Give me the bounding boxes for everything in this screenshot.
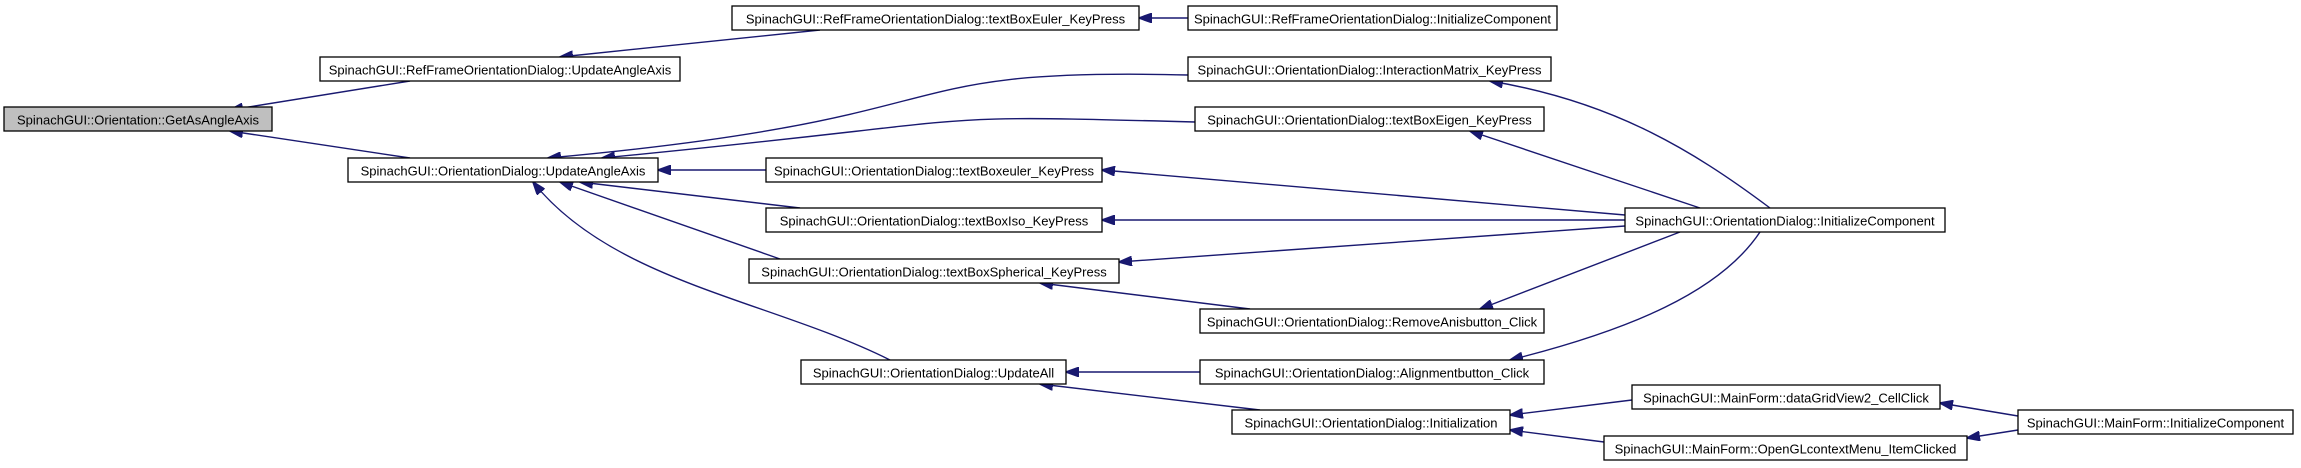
graph-node[interactable]: SpinachGUI::MainForm::dataGridView2_Cell… <box>1631 384 1941 410</box>
graph-node[interactable]: SpinachGUI::OrientationDialog::textBoxSp… <box>748 258 1120 284</box>
edge-n2-to-n1 <box>560 29 821 57</box>
node-box[interactable] <box>731 5 1140 31</box>
graph-node[interactable]: SpinachGUI::MainForm::InitializeComponen… <box>2017 409 2294 435</box>
node-label: SpinachGUI::MainForm::OpenGLcontextMenu_… <box>1615 442 1957 457</box>
node-box[interactable] <box>1194 106 1545 132</box>
graph-node[interactable]: SpinachGUI::OrientationDialog::RemoveAni… <box>1199 308 1545 334</box>
node-label: SpinachGUI::OrientationDialog::textBoxEi… <box>1207 113 1532 128</box>
root-node-box[interactable] <box>3 106 273 132</box>
node-box[interactable] <box>1631 384 1941 410</box>
node-label: SpinachGUI::RefFrameOrientationDialog::t… <box>746 12 1126 27</box>
node-box[interactable] <box>800 359 1067 385</box>
node-box[interactable] <box>1231 409 1511 435</box>
graph-node[interactable]: SpinachGUI::OrientationDialog::Alignment… <box>1199 359 1545 385</box>
node-box[interactable] <box>1603 435 1968 461</box>
edge-n16-to-n14 <box>1510 430 1605 443</box>
graph-node[interactable]: SpinachGUI::OrientationDialog::textBoxeu… <box>765 157 1103 183</box>
graph-node[interactable]: SpinachGUI::RefFrameOrientationDialog::I… <box>1187 5 1558 31</box>
edge-n1-to-n0 <box>230 80 411 110</box>
edges-layer <box>230 18 2019 443</box>
node-label: SpinachGUI::OrientationDialog::textBoxSp… <box>761 265 1107 280</box>
graph-node[interactable]: SpinachGUI::OrientationDialog::UpdateAll <box>800 359 1067 385</box>
graph-node[interactable]: SpinachGUI::MainForm::OpenGLcontextMenu_… <box>1603 435 1968 461</box>
node-box[interactable] <box>765 157 1103 183</box>
edge-n11-to-n9 <box>1040 283 1251 310</box>
edge-n5-to-n4 <box>548 73 1189 158</box>
graph-node[interactable]: SpinachGUI::OrientationDialog::Initializ… <box>1231 409 1511 435</box>
node-box[interactable] <box>347 157 659 183</box>
graph-node[interactable]: SpinachGUI::OrientationDialog::textBoxEi… <box>1194 106 1545 132</box>
graph-node[interactable]: SpinachGUI::OrientationDialog::textBoxIs… <box>765 207 1103 233</box>
edge-n17-to-n16 <box>1967 429 2019 438</box>
node-label: SpinachGUI::OrientationDialog::UpdateAll <box>813 366 1054 381</box>
edge-n10-to-n9 <box>1119 225 1626 262</box>
edge-n4-to-n0 <box>230 131 411 159</box>
node-box[interactable] <box>1199 359 1545 385</box>
node-box[interactable] <box>319 56 681 82</box>
node-box[interactable] <box>1187 5 1558 31</box>
edge-n10-to-n6 <box>1470 131 1701 209</box>
node-box[interactable] <box>1199 308 1545 334</box>
graph-node[interactable]: SpinachGUI::RefFrameOrientationDialog::t… <box>731 5 1140 31</box>
node-box[interactable] <box>748 258 1120 284</box>
node-label: SpinachGUI::OrientationDialog::Initializ… <box>1245 416 1498 431</box>
graph-node[interactable]: SpinachGUI::OrientationDialog::UpdateAng… <box>347 157 659 183</box>
node-label: SpinachGUI::RefFrameOrientationDialog::I… <box>1194 12 1551 27</box>
node-label: SpinachGUI::OrientationDialog::Alignment… <box>1215 366 1530 381</box>
edge-n10-to-n11 <box>1480 231 1681 309</box>
node-label: SpinachGUI::Orientation::GetAsAngleAxis <box>17 113 260 128</box>
node-label: SpinachGUI::OrientationDialog::textBoxIs… <box>780 214 1089 229</box>
nodes-layer: SpinachGUI::Orientation::GetAsAngleAxisS… <box>3 5 2294 461</box>
edge-n8-to-n4 <box>580 182 801 209</box>
node-label: SpinachGUI::OrientationDialog::RemoveAni… <box>1207 315 1538 330</box>
edge-n14-to-n12 <box>1040 384 1261 411</box>
node-label: SpinachGUI::OrientationDialog::textBoxeu… <box>774 164 1095 179</box>
edge-n10-to-n5 <box>1490 81 1771 209</box>
graph-node[interactable]: SpinachGUI::OrientationDialog::Interacti… <box>1187 56 1552 82</box>
node-label: SpinachGUI::OrientationDialog::UpdateAng… <box>361 164 646 179</box>
edge-n12-to-n4 <box>533 182 891 361</box>
node-box[interactable] <box>765 207 1103 233</box>
edge-n15-to-n14 <box>1510 399 1633 415</box>
node-box[interactable] <box>1187 56 1552 82</box>
node-box[interactable] <box>2017 409 2294 435</box>
node-box[interactable] <box>1624 207 1946 233</box>
graph-node[interactable]: SpinachGUI::Orientation::GetAsAngleAxis <box>3 106 273 132</box>
edge-n6-to-n4 <box>602 117 1196 158</box>
edge-n10-to-n13 <box>1510 231 1761 360</box>
node-label: SpinachGUI::OrientationDialog::Initializ… <box>1635 214 1935 229</box>
graph-node[interactable]: SpinachGUI::RefFrameOrientationDialog::U… <box>319 56 681 82</box>
node-label: SpinachGUI::MainForm::dataGridView2_Cell… <box>1643 391 1929 406</box>
node-label: SpinachGUI::MainForm::InitializeComponen… <box>2027 416 2285 431</box>
edge-n10-to-n7 <box>1102 170 1626 216</box>
edge-n17-to-n15 <box>1940 403 2019 417</box>
node-label: SpinachGUI::OrientationDialog::Interacti… <box>1198 63 1542 78</box>
node-label: SpinachGUI::RefFrameOrientationDialog::U… <box>329 63 672 78</box>
edge-n9-to-n4 <box>560 182 781 260</box>
graph-node[interactable]: SpinachGUI::OrientationDialog::Initializ… <box>1624 207 1946 233</box>
